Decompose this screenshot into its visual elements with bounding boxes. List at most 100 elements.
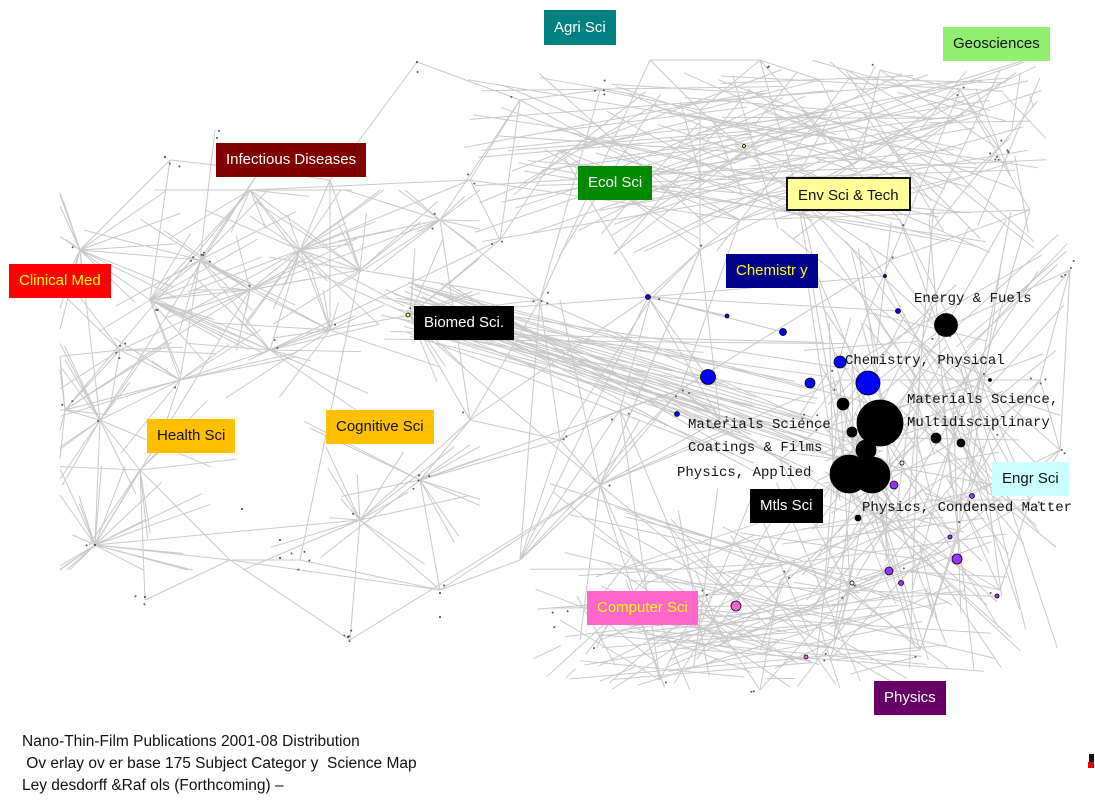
- minor-node: [433, 212, 436, 215]
- minor-node: [164, 156, 166, 158]
- network-edge: [956, 250, 1067, 348]
- network-edge: [896, 374, 915, 512]
- category-geosciences: Geosciences: [943, 27, 1050, 61]
- minor-node: [787, 576, 790, 579]
- chemistry-node: [895, 308, 901, 314]
- network-edge: [637, 617, 850, 686]
- minor-node: [532, 300, 535, 303]
- minor-node: [994, 158, 997, 161]
- network-edge: [249, 215, 301, 251]
- network-edge: [149, 299, 220, 340]
- minor-node: [417, 479, 420, 482]
- network-edge: [668, 480, 999, 610]
- network-edge: [179, 356, 298, 381]
- minor-node: [279, 557, 281, 559]
- network-edge: [79, 249, 176, 298]
- network-edge: [419, 419, 471, 481]
- network-edge: [79, 249, 201, 261]
- minor-node: [442, 584, 445, 587]
- network-edge: [269, 349, 369, 394]
- network-edge: [780, 228, 960, 374]
- network-edge: [94, 466, 126, 546]
- network-edge: [792, 72, 1017, 240]
- minor-node: [134, 595, 137, 598]
- network-edge: [269, 239, 501, 351]
- network-edge: [537, 106, 748, 134]
- network-edge: [801, 435, 916, 576]
- network-edge: [684, 97, 938, 120]
- minor-node: [553, 626, 556, 629]
- network-edge: [739, 532, 930, 562]
- network-edge: [912, 517, 965, 533]
- minor-node: [674, 395, 677, 398]
- category-label: Ecol Sci: [588, 174, 643, 191]
- network-edge: [419, 479, 481, 506]
- minor-node: [546, 291, 549, 294]
- network-edge: [299, 220, 377, 251]
- network-edge: [273, 249, 301, 309]
- category-chemistry: Chemistr y: [726, 254, 818, 288]
- minor-node: [750, 690, 753, 693]
- category-health-sci: Health Sci: [147, 419, 236, 453]
- network-edge: [796, 201, 988, 482]
- network-edge: [225, 329, 331, 399]
- minor-node: [1007, 150, 1010, 153]
- minor-node: [189, 259, 192, 262]
- minor-node: [124, 342, 127, 345]
- minor-node: [156, 308, 159, 311]
- network-edge: [799, 199, 841, 381]
- network-edge: [829, 569, 911, 661]
- network-edge: [705, 80, 1029, 159]
- network-edge: [188, 343, 271, 351]
- network-edge: [481, 114, 827, 151]
- network-edge: [678, 647, 984, 672]
- network-edge: [179, 343, 230, 381]
- network-edge: [359, 221, 422, 271]
- minor-node: [1035, 505, 1038, 508]
- network-edge: [229, 559, 441, 591]
- network-edge: [806, 488, 896, 601]
- network-edge: [327, 467, 361, 521]
- minor-node: [118, 357, 121, 360]
- network-edge: [299, 189, 342, 251]
- network-edge: [611, 138, 764, 236]
- network-edge: [59, 544, 96, 570]
- network-edge: [199, 210, 297, 261]
- network-edge: [782, 148, 954, 167]
- minor-node: [276, 347, 279, 350]
- network-edge: [626, 512, 768, 568]
- network-edge: [249, 189, 267, 230]
- network-edge: [834, 351, 959, 545]
- network-edge: [797, 205, 848, 484]
- physics-condensed-node: [854, 514, 862, 522]
- minor-node: [290, 552, 293, 555]
- network-edge: [59, 205, 81, 251]
- network-edges: [59, 59, 1071, 691]
- minor-node: [241, 508, 243, 510]
- network-edge: [569, 644, 948, 680]
- network-edge: [249, 189, 310, 197]
- network-edge: [94, 419, 101, 546]
- network-edge: [933, 100, 1038, 228]
- network-edge: [94, 544, 193, 571]
- network-edge: [139, 469, 231, 561]
- network-edge: [849, 569, 911, 591]
- physics-node: [994, 593, 1000, 599]
- network-edge: [419, 329, 601, 486]
- minor-node: [308, 559, 311, 562]
- minor-node: [725, 418, 728, 421]
- network-edge: [79, 159, 171, 251]
- minor-node: [352, 512, 355, 515]
- network-edge: [253, 200, 361, 271]
- computer-sci-node: [803, 654, 809, 660]
- category-biomed-sci: Biomed Sci.: [414, 306, 515, 340]
- network-edge: [269, 349, 366, 417]
- overlay-nodes: [405, 144, 1000, 660]
- network-edge: [359, 419, 471, 521]
- network-edge: [884, 445, 985, 569]
- network-edge: [499, 99, 521, 241]
- network-edge: [149, 189, 251, 301]
- network-edge: [356, 474, 361, 521]
- network-edge: [79, 243, 177, 251]
- network-edge: [293, 263, 411, 316]
